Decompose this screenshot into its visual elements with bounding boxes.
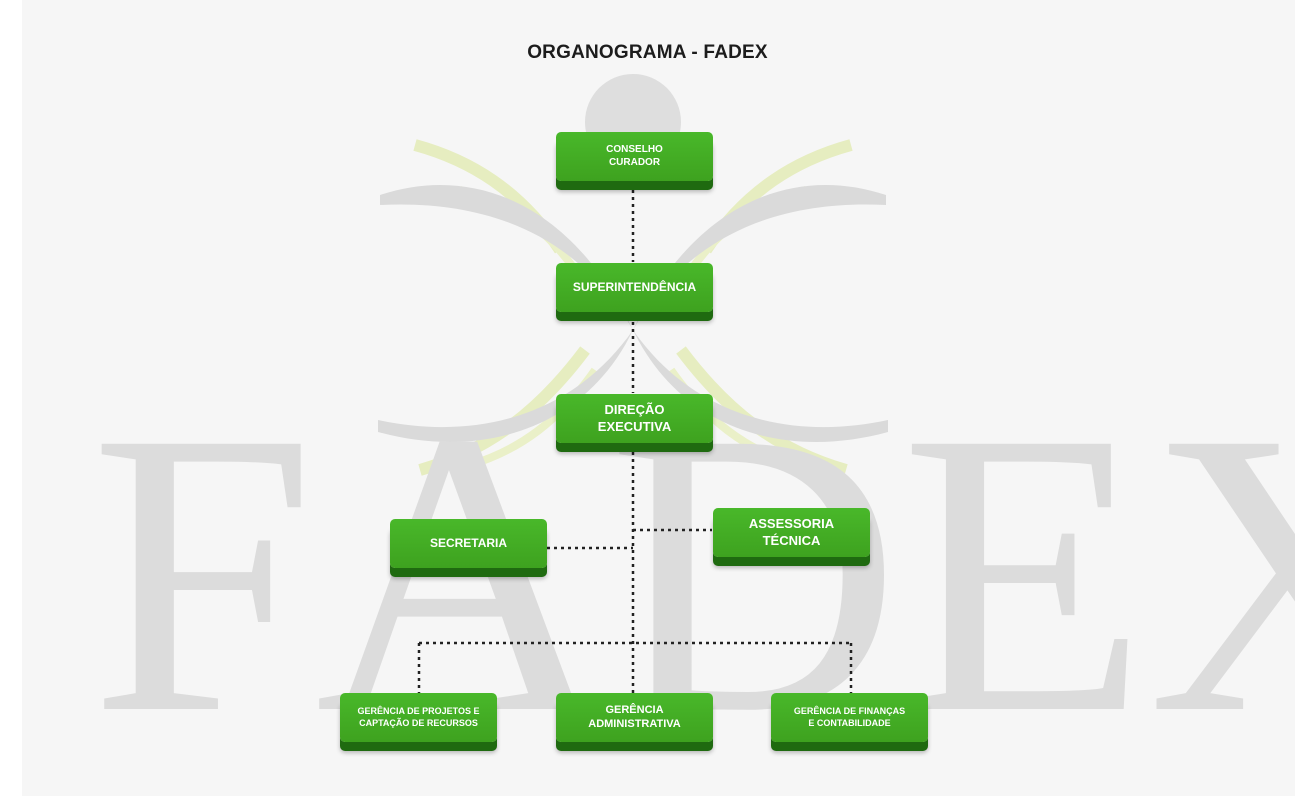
emblem-arm-lower-right xyxy=(633,330,888,442)
node-gerencia-administrativa: GERÊNCIA ADMINISTRATIVA xyxy=(556,693,713,742)
emblem-arm-upper-left xyxy=(380,184,633,330)
node-superintendencia: SUPERINTENDÊNCIA xyxy=(556,263,713,312)
left-margin-strip xyxy=(0,0,22,796)
watermark-letter-f: F xyxy=(90,348,316,796)
watermark-letter-e: E xyxy=(900,348,1148,796)
node-direcao-executiva: DIREÇÃO EXECUTIVA xyxy=(556,394,713,443)
node-secretaria: SECRETARIA xyxy=(390,519,547,568)
chart-title: ORGANOGRAMA - FADEX xyxy=(527,42,768,63)
node-gerencia-financas: GERÊNCIA DE FINANÇAS E CONTABILIDADE xyxy=(771,693,928,742)
node-assessoria-tecnica: ASSESSORIA TÉCNICA xyxy=(713,508,870,557)
emblem-arm-upper-right xyxy=(633,184,886,330)
emblem-arm-lower-left xyxy=(378,330,633,442)
node-gerencia-projetos: GERÊNCIA DE PROJETOS E CAPTAÇÃO DE RECUR… xyxy=(340,693,497,742)
node-conselho-curador: CONSELHO CURADOR xyxy=(556,132,713,181)
watermark-letter-x: X xyxy=(1147,348,1295,796)
